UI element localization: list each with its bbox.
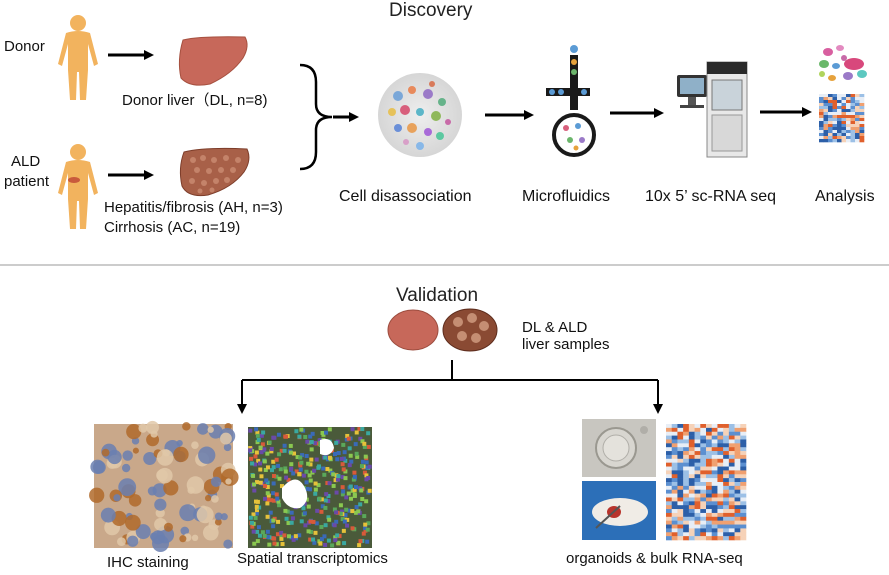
diseased-sample-icon [442,308,498,352]
hepatitis-label: Hepatitis/fibrosis (AH, n=3) [104,199,283,216]
samples-label-line2: liver samples [522,336,610,353]
step-dissociation-label: Cell disassociation [339,188,472,205]
diseased-liver-icon [179,147,250,197]
discovery-title: Discovery [389,0,473,21]
patient-label: patient [4,173,50,190]
step-analysis-label: Analysis [815,188,875,205]
validation-title: Validation [396,285,479,306]
step-seq-label: 10x 5’ sc-RNA seq [645,188,777,205]
microfluidics-icon [546,45,596,157]
curly-brace [299,63,333,171]
organoid-image [582,419,656,477]
bulk-heatmap-image [666,424,747,541]
branch-connector [237,360,663,414]
cirrhosis-label: Cirrhosis (AC, n=19) [104,219,241,236]
ihc-image [89,420,239,553]
samples-label-line1: DL & ALD [522,319,588,336]
ald-label: ALD [11,153,41,170]
donor-body-icon [58,15,98,100]
heatmap-icon [819,94,865,143]
cell-dish-icon [378,73,462,157]
donor-label: Donor [4,38,45,55]
patient-body-icon [58,144,98,229]
healthy-sample-icon [387,309,439,351]
sequencer-icon [677,61,748,158]
mouse-photo-image [582,481,656,540]
spatial-label: Spatial transcriptomics [237,550,388,567]
step-microfluidics-label: Microfluidics [522,188,611,205]
umap-plot-icon [819,45,867,81]
ihc-label: IHC staining [107,554,189,571]
donor-liver-icon [178,36,248,86]
spatial-map-image [248,427,372,548]
donor-liver-label: Donor liver（DL, n=8) [122,92,268,109]
organoids-label: organoids & bulk RNA-seq [566,550,743,567]
